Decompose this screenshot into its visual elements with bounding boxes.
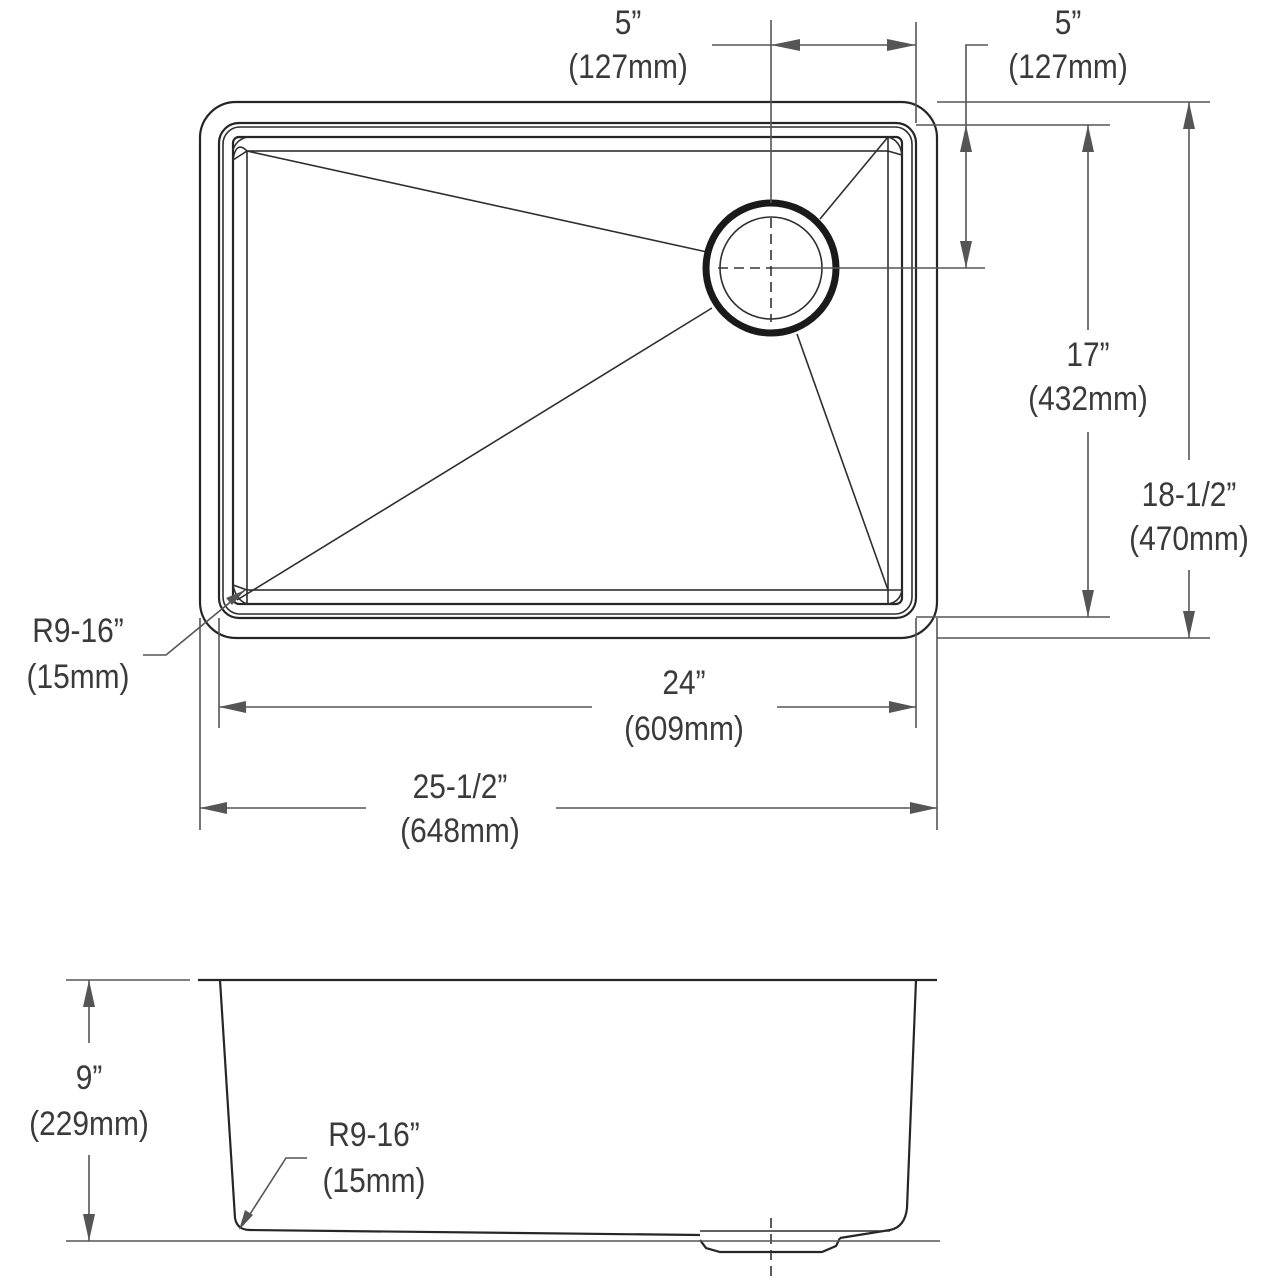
bowl-width-imperial: 24” [662,663,705,701]
dimension-overall-width: 25-1/2” (648mm) [200,767,937,849]
dimension-drain-back-offset: 5” (127mm) [960,3,1128,268]
bowl-depth-imperial: 17” [1066,335,1109,373]
drain-back-offset-imperial: 5” [1055,3,1082,41]
bowl-height-imperial: 9” [76,1058,103,1096]
drain-back-offset-metric: (127mm) [1008,47,1128,85]
side-corner-radius-metric: (15mm) [322,1161,425,1199]
outer-flange-outline [198,100,939,640]
dimension-drain-right-offset: 5” (127mm) [568,3,917,123]
bowl-height-metric: (229mm) [29,1104,149,1142]
bowl-floor-outline [231,135,904,606]
dimension-overall-depth: 18-1/2” (470mm) [1129,102,1249,638]
drain-right-offset-metric: (127mm) [568,47,688,85]
dimension-bowl-width: 24” (609mm) [219,663,916,747]
slope-line-br [796,333,889,591]
slope-line-bl [236,307,713,601]
overall-depth-metric: (470mm) [1129,519,1249,557]
top-corner-radius-imperial: R9-16” [32,611,123,649]
drain-icon [702,20,985,337]
side-corner-radius-imperial: R9-16” [328,1115,419,1153]
slope-line-tl [246,150,708,253]
dimension-bowl-height: 9” (229mm) [29,980,149,1241]
side-view: 9” (229mm) R9-16” (15mm) [29,978,940,1280]
side-drain-outlet [699,1237,841,1254]
bowl-width-metric: (609mm) [624,709,744,747]
slope-line-tr [819,136,889,220]
side-bowl-profile-left [218,979,701,1237]
top-view: 5” (127mm) 5” (127mm) 17” (432mm) [26,3,1248,849]
dimension-bowl-depth: 17” (432mm) [1028,125,1148,617]
side-bowl-profile-right [839,979,918,1240]
drain-right-offset-imperial: 5” [615,3,642,41]
bowl-rim-inner-line [222,126,913,615]
bowl-rim-outline [217,121,918,620]
corner-fillet-tl [232,136,248,161]
top-corner-radius-metric: (15mm) [26,657,129,695]
overall-width-metric: (648mm) [400,811,520,849]
overall-width-imperial: 25-1/2” [413,767,508,805]
corner-fillet-tr [887,135,903,157]
dimension-corner-radius-side: R9-16” (15mm) [239,1115,426,1230]
corner-fillet-bl [231,583,248,606]
bowl-depth-metric: (432mm) [1028,379,1148,417]
dimension-corner-radius-top: R9-16” (15mm) [26,589,246,695]
overall-depth-imperial: 18-1/2” [1142,475,1237,513]
bowl-floor-flat [246,150,889,591]
corner-fillet-br [887,589,903,605]
